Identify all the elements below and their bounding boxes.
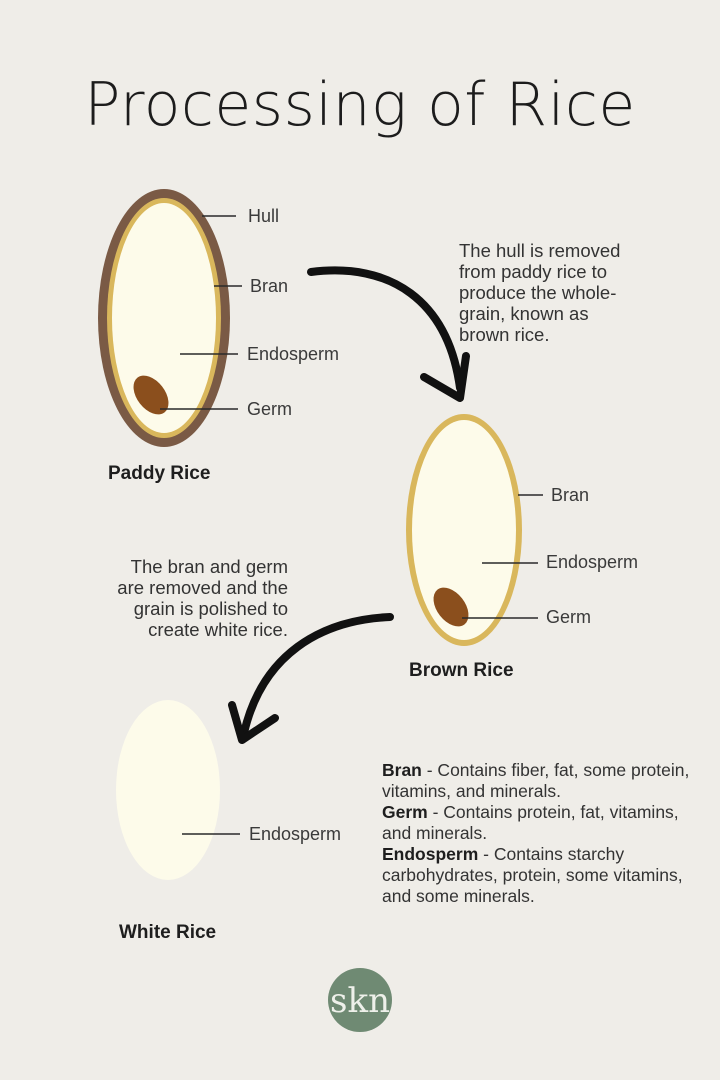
brown-germ-label: Germ [546, 607, 591, 627]
paddy-hull-label: Hull [248, 206, 280, 226]
definition-term: Endosperm [382, 844, 479, 864]
note-line: are removed and the [117, 577, 288, 598]
nutrient-definitions: Bran - Contains fiber, fat, some protein… [382, 760, 702, 907]
note-line: grain is polished to [133, 598, 288, 619]
definition-endosperm: Endosperm - Contains starchy carbohydrat… [382, 844, 702, 907]
note-line: from paddy rice to [459, 261, 608, 282]
definition-bran: Bran - Contains fiber, fat, some protein… [382, 760, 702, 802]
brown-germ [433, 587, 469, 627]
page-title: Processing of Rice [84, 70, 636, 140]
note-line: produce the whole- [459, 282, 617, 303]
paddy-rice-name: Paddy Rice [108, 463, 211, 484]
brown-bran-label: Bran [551, 485, 590, 505]
note-hull-removed: The hull is removed from paddy rice to p… [459, 240, 620, 345]
paddy-germ-label: Germ [247, 399, 292, 419]
brown-endosperm [412, 420, 516, 640]
note-line: The hull is removed [459, 240, 621, 261]
paddy-bran-label: Bran [250, 276, 289, 296]
paddy-endosperm [112, 203, 216, 433]
note-line: create white rice. [148, 619, 288, 640]
white-endosperm-label: Endosperm [249, 824, 342, 844]
arrow-paddy-to-brown [307, 266, 470, 402]
note-line: The bran and germ [130, 556, 288, 577]
note-line: grain, known as [459, 303, 589, 324]
definition-text: - Contains fiber, fat, some protein, vit… [382, 760, 690, 801]
brown-endosperm-label: Endosperm [546, 552, 639, 572]
definition-text: - Contains starchy carbohydrates, protei… [382, 844, 683, 906]
definition-term: Germ [382, 802, 428, 822]
brown-rice-name: Brown Rice [409, 660, 514, 681]
brand-logo: skn [328, 968, 392, 1032]
svg-text:skn: skn [330, 981, 390, 1021]
definition-text: - Contains protein, fat, vitamins, and m… [382, 802, 679, 843]
arrow-brown-to-white [228, 613, 394, 744]
paddy-endosperm-label: Endosperm [247, 344, 340, 364]
note-line: brown rice. [459, 324, 550, 345]
paddy-rice-grain [98, 189, 230, 447]
paddy-germ [133, 375, 169, 415]
definition-term: Bran [382, 760, 422, 780]
white-endosperm [116, 700, 220, 880]
white-rice-grain [116, 700, 220, 880]
definition-germ: Germ - Contains protein, fat, vitamins, … [382, 802, 702, 844]
brown-rice-grain [406, 414, 522, 646]
white-rice-name: White Rice [119, 922, 217, 943]
note-bran-removed: The bran and germ are removed and the gr… [70, 556, 288, 640]
